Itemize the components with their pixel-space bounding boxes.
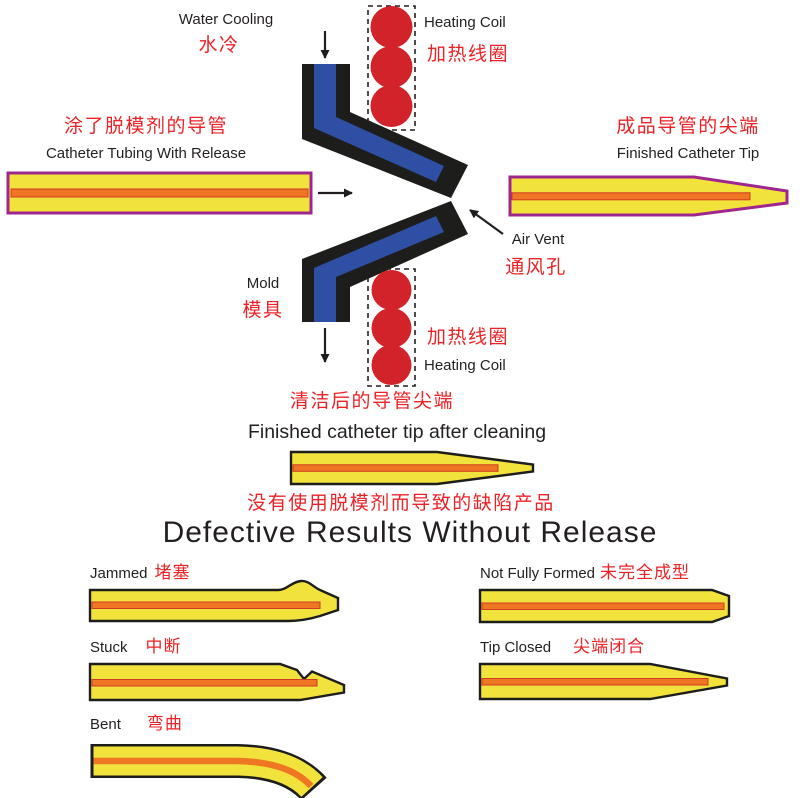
mold-label-zh: 模具	[242, 299, 283, 321]
not-fully-formed-label-zh: 未完全成型	[600, 563, 690, 582]
air-vent-label-zh: 通风孔	[505, 256, 567, 278]
lower-mold-channel	[314, 216, 444, 322]
stuck-label-zh: 中断	[146, 637, 182, 656]
tubing-label-en: Catheter Tubing With Release	[46, 145, 246, 162]
cleaned-tube-stripe	[292, 464, 499, 472]
heating-coil-top-circle	[370, 6, 413, 48]
jammed-tube	[88, 579, 340, 623]
heating-coil-bottom-label-zh: 加热线圈	[427, 326, 509, 348]
stuck-label: Stuck 中断	[90, 637, 182, 656]
finished-tube-stripe	[511, 192, 751, 201]
catheter-tube-stripe	[10, 188, 309, 198]
water-cooling-label-zh: 水冷	[198, 34, 239, 56]
tip-closed-tube-stripe	[481, 678, 709, 686]
air-vent-arrow	[469, 209, 504, 235]
tip-closed-label: Tip Closed 尖端闭合	[480, 637, 645, 656]
heating-coil-bottom-circle	[371, 270, 412, 310]
not-fully-formed-label: Not Fully Formed 未完全成型	[480, 563, 690, 582]
finished-tip-label-zh: 成品导管的尖端	[616, 115, 760, 137]
tip-closed-label-zh: 尖端闭合	[573, 637, 645, 656]
heating-coil-top-label-en: Heating Coil	[424, 14, 506, 31]
tip-closed-label-en: Tip Closed	[480, 639, 551, 656]
stuck-label-en: Stuck	[90, 639, 128, 656]
not-fully-formed-label-en: Not Fully Formed	[480, 565, 595, 582]
jammed-label-en: Jammed	[90, 565, 148, 582]
jammed-label: Jammed 堵塞	[90, 563, 191, 582]
jammed-tube-stripe	[91, 601, 321, 609]
water-cooling-label-en: Water Cooling	[179, 11, 273, 28]
air-vent-label-en: Air Vent	[512, 231, 565, 248]
heating-coil-bottom-circle	[371, 345, 412, 385]
defects-title-zh: 没有使用脱模剂而导致的缺陷产品	[247, 492, 555, 514]
heating-coil-top-circle	[370, 85, 413, 127]
bent-label: Bent 弯曲	[90, 714, 183, 733]
cleaned-label-zh: 清洁后的导管尖端	[290, 390, 454, 412]
tubing-label-zh: 涂了脱模剂的导管	[64, 115, 228, 137]
not-fully-formed-tube-stripe	[481, 602, 725, 610]
bent-label-en: Bent	[90, 716, 122, 733]
heating-coil-top-circle	[370, 46, 413, 88]
upper-mold-channel	[314, 64, 444, 182]
finished-tip-label-en: Finished Catheter Tip	[617, 145, 760, 162]
heating-coil-top-label-zh: 加热线圈	[427, 43, 509, 65]
bent-tube-stripe	[93, 757, 314, 789]
stuck-tube-stripe	[91, 679, 318, 687]
mold-label-en: Mold	[247, 275, 280, 292]
heating-coil-bottom-circle	[371, 308, 412, 348]
heating-coil-top-box	[367, 5, 416, 131]
bent-tube-endcap	[90, 744, 94, 778]
jammed-label-zh: 堵塞	[155, 563, 191, 582]
defects-title-en: Defective Results Without Release	[163, 516, 658, 549]
cleaned-label-en: Finished catheter tip after cleaning	[248, 421, 546, 443]
bent-label-zh: 弯曲	[147, 714, 183, 733]
heating-coil-bottom-label-en: Heating Coil	[424, 357, 506, 374]
